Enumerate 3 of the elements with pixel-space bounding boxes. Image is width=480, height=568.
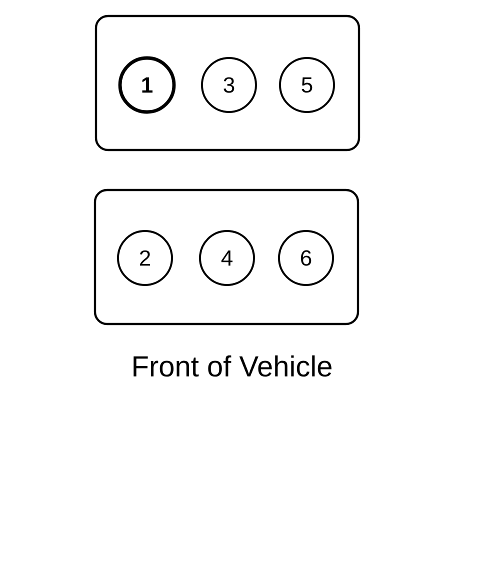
caption-text: Front of Vehicle [134, 355, 332, 377]
rounded-box [94, 14, 360, 152]
rounded-box [94, 188, 360, 326]
